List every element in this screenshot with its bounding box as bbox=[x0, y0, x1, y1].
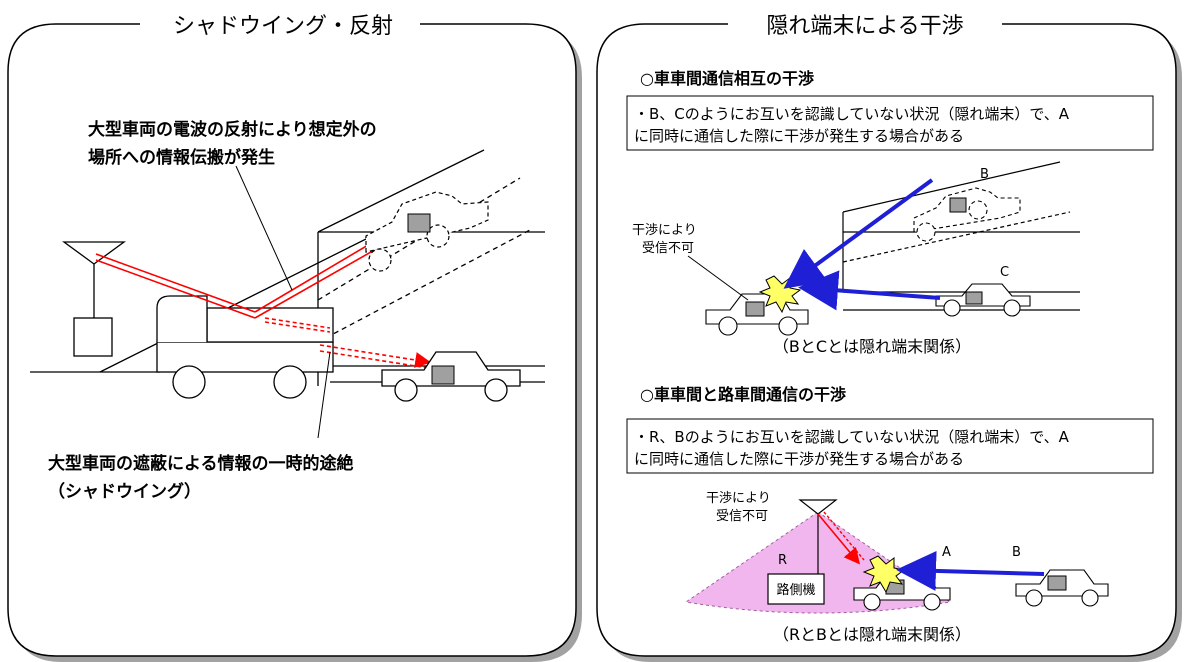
shadowed-car-window bbox=[431, 365, 455, 385]
left-panel: シャドウイング・反射 bbox=[7, 6, 582, 662]
reflected-car-window bbox=[407, 213, 431, 233]
section1-relation: （BとCとは隠れ端末関係） bbox=[773, 337, 971, 356]
reflection-caption-line1: 大型車両の電波の反射により想定外の bbox=[88, 119, 377, 140]
section1-interference-line2: 受信不可 bbox=[642, 241, 694, 256]
section1-label-c: C bbox=[1000, 265, 1009, 280]
reflection-caption-line2: 場所への情報伝搬が発生 bbox=[88, 147, 275, 168]
section2-note-box bbox=[626, 418, 1154, 474]
truck-icon bbox=[156, 295, 334, 399]
section2-label-a: A bbox=[942, 545, 951, 560]
shadowing-leader-line bbox=[317, 351, 331, 439]
section1-arrow-from-b bbox=[783, 178, 934, 289]
section1-car-b-icon bbox=[913, 187, 1021, 242]
right-panel: 隠れ端末による干渉 ○車車間通信相互の干渉 ・B、Cのようにお互いを認識していな… bbox=[596, 6, 1182, 662]
section2-arrow-from-r bbox=[817, 513, 861, 565]
section1-label-b: B bbox=[980, 167, 989, 182]
section1-note-box bbox=[626, 95, 1154, 151]
reflection-rays bbox=[95, 236, 432, 369]
section1-car-c-icon bbox=[935, 283, 1031, 317]
reflection-leader-line bbox=[235, 165, 293, 291]
right-panel-frame bbox=[596, 23, 1177, 657]
section2-interference-burst-icon bbox=[862, 555, 906, 594]
section1-note-line1: ・B、Cのようにお互いを認識していない状況（隠れ端末）で、A bbox=[634, 105, 1070, 123]
section1-road bbox=[842, 161, 1080, 311]
section2-heading: ○車車間と路車間通信の干渉 bbox=[640, 385, 846, 404]
left-panel-title: シャドウイング・反射 bbox=[173, 14, 393, 39]
section1-heading: ○車車間通信相互の干渉 bbox=[640, 69, 814, 88]
roadside-unit-box bbox=[767, 573, 825, 605]
section2-label-b: B bbox=[1012, 545, 1021, 560]
section1-arrow-from-c bbox=[798, 270, 941, 311]
section2-interference-line2: 受信不可 bbox=[716, 509, 768, 524]
section1-interference-line1: 干渉により bbox=[632, 223, 697, 238]
section2-relation: （RとBとは隠れ端末関係） bbox=[773, 625, 971, 644]
section2-label-r: R bbox=[778, 553, 787, 568]
section2-arrow-from-b bbox=[896, 550, 1045, 591]
right-panel-title: 隠れ端末による干渉 bbox=[766, 14, 963, 39]
section2-note-line2: に同時に通信した際に干渉が発生する場合がある bbox=[634, 450, 964, 468]
shadowing-caption-line1: 大型車両の遮蔽による情報の一時的途絶 bbox=[48, 453, 354, 474]
section2-note-line1: ・R、Bのようにお互いを認識していない状況（隠れ端末）で、A bbox=[634, 428, 1070, 446]
roadside-antenna-icon bbox=[798, 499, 838, 574]
shadowing-caption-line2: （シャドウイング） bbox=[48, 481, 201, 502]
section2-interference-line1: 干渉により bbox=[706, 491, 771, 506]
antenna-icon bbox=[62, 241, 126, 357]
roadside-unit-label: 路側機 bbox=[776, 582, 815, 598]
section1-note-line2: に同時に通信した際に干渉が発生する場合がある bbox=[634, 127, 964, 145]
